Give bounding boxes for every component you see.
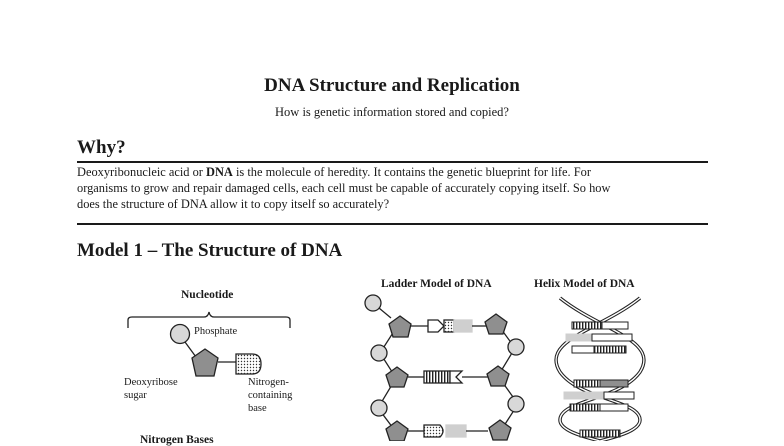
base-label: Nitrogen- containing base <box>248 376 292 415</box>
base-label-line-1: Nitrogen- <box>248 377 289 388</box>
deoxyribose-pentagon <box>191 348 219 377</box>
sugar-label: Deoxyribose sugar <box>124 376 178 402</box>
sugar-label-line-1: Deoxyribose <box>124 377 178 388</box>
phosphate-circle <box>169 323 191 345</box>
nucleotide-label: Nucleotide <box>181 289 234 301</box>
helix-lower-rungs <box>563 379 635 438</box>
why-bottom-rule <box>77 223 708 225</box>
ladder-model-diagram <box>364 294 525 441</box>
helix-upper-rungs <box>565 321 633 354</box>
why-heading: Why? <box>77 137 126 158</box>
why-line-1-dna: DNA <box>206 165 233 179</box>
base-label-line-2: containing <box>248 390 293 401</box>
why-line-1-text-b: is the molecule of heredity. It contains… <box>232 165 591 179</box>
why-line-3: does the structure of DNA allow it to co… <box>77 197 390 211</box>
helix-model-diagram <box>554 296 646 441</box>
why-line-1: Deoxyribonucleic acid or DNA is the mole… <box>77 164 717 180</box>
page-title: DNA Structure and Replication <box>264 75 520 96</box>
model1-heading: Model 1 – The Structure of DNA <box>77 240 343 261</box>
why-line-1-text-a: Deoxyribonucleic acid or <box>77 165 207 179</box>
phosphate-label: Phosphate <box>194 326 238 337</box>
helix-model-title: Helix Model of DNA <box>534 278 635 290</box>
sugar-label-line-2: sugar <box>124 390 147 401</box>
base-label-line-3: base <box>248 403 267 414</box>
page-subtitle: How is genetic information stored and co… <box>275 105 509 119</box>
ladder-model-title: Ladder Model of DNA <box>381 278 492 290</box>
why-top-rule <box>77 161 708 163</box>
nitrogen-base-shape <box>235 353 262 375</box>
why-paragraph: Deoxyribonucleic acid or DNA is the mole… <box>77 164 717 212</box>
nucleotide-diagram <box>169 323 262 377</box>
why-line-2: organisms to grow and repair damaged cel… <box>77 181 611 195</box>
nucleotide-bracket <box>127 311 291 328</box>
